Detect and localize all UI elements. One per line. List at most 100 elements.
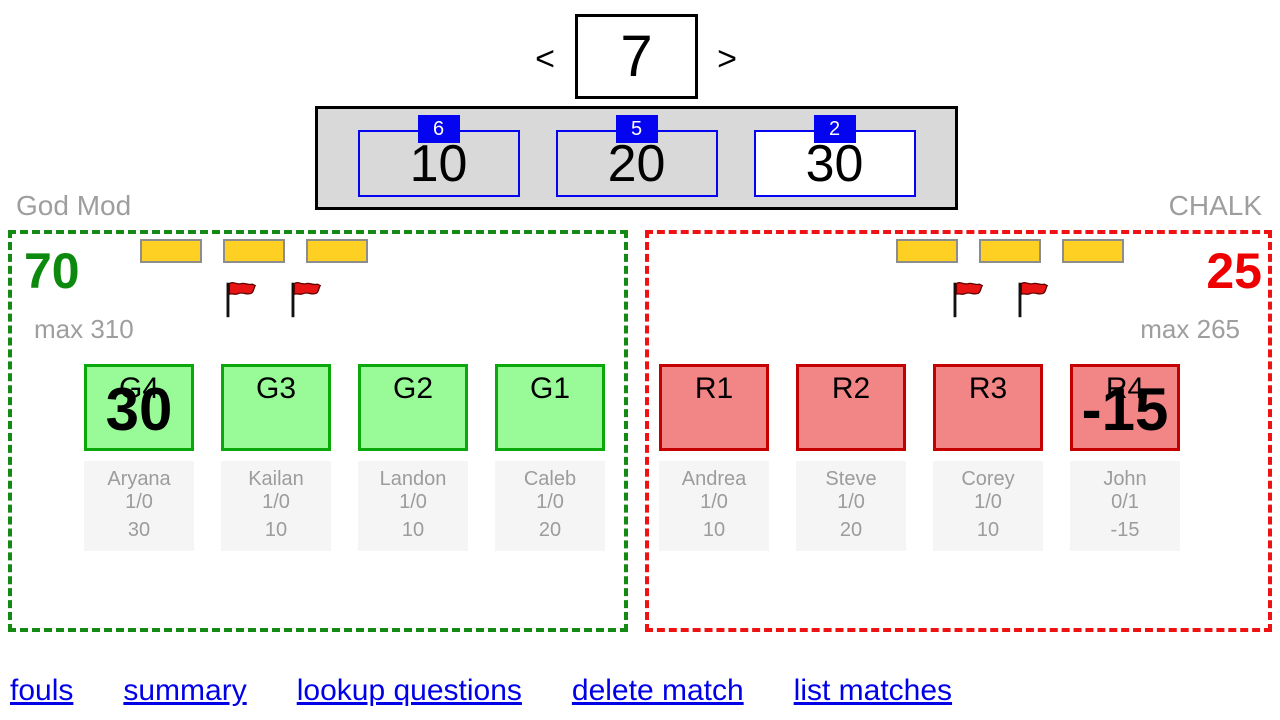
seat-label: R2 (831, 372, 871, 405)
timeout-bar-icon[interactable] (306, 239, 368, 263)
seat-r3: R3 Corey 1/0 10 (933, 364, 1043, 551)
player-points: 10 (976, 519, 1000, 541)
seat-r2: R2 Steve 1/0 20 (796, 364, 906, 551)
seat-label: G2 (392, 372, 434, 405)
point-option-value: 30 (805, 134, 864, 193)
point-option-20[interactable]: 5 20 (555, 115, 718, 197)
point-option-value: 20 (607, 134, 666, 193)
seat-awarded-points: -15 (1081, 376, 1169, 443)
left-team-score: 70 (24, 243, 80, 299)
seat-box-g2[interactable]: G2 (358, 364, 468, 451)
player-name: John (1103, 468, 1147, 490)
player-stat-card: Andrea 1/0 10 (659, 461, 769, 551)
left-foul-flags (216, 276, 327, 322)
player-points: 30 (127, 519, 151, 541)
previous-question-button[interactable]: < (535, 40, 555, 78)
timeout-bar-icon[interactable] (979, 239, 1041, 263)
seat-box-r1[interactable]: R1 (659, 364, 769, 451)
player-ratio: 1/0 (536, 491, 564, 513)
player-name: Caleb (523, 468, 577, 490)
player-points: 10 (401, 519, 425, 541)
seat-box-g1[interactable]: G1 (495, 364, 605, 451)
player-ratio: 1/0 (700, 491, 728, 513)
player-points: 20 (538, 519, 562, 541)
foul-flag-icon (226, 282, 257, 318)
remaining-count-badge: 5 (615, 115, 658, 143)
lookup-questions-link[interactable]: lookup questions (296, 674, 522, 707)
right-seats-row: R1 Andrea 1/0 10 R2 Steve 1/0 20 R3 (659, 364, 1180, 551)
seat-label: R3 (968, 372, 1008, 405)
seat-box-r2[interactable]: R2 (796, 364, 906, 451)
foul-flag-icon (1018, 282, 1049, 318)
player-name: Steve (825, 468, 877, 490)
seat-label: G3 (255, 372, 297, 405)
right-team-max: max 265 (1140, 314, 1240, 344)
seat-r4: R4 -15 John 0/1 -15 (1070, 364, 1180, 551)
seat-awarded-points: 30 (105, 376, 173, 443)
right-team-panel: 25 max 265 R1 Andrea 1/0 10 (645, 230, 1272, 632)
footer-links: fouls summary lookup questions delete ma… (10, 674, 952, 708)
right-timeout-bars (896, 239, 1124, 263)
point-option-10[interactable]: 6 10 (357, 115, 520, 197)
seat-g2: G2 Landon 1/0 10 (358, 364, 468, 551)
list-matches-link[interactable]: list matches (793, 674, 953, 707)
player-points: 10 (702, 519, 726, 541)
seat-label: G4 (118, 372, 160, 405)
player-stat-card: Kailan 1/0 10 (221, 461, 331, 551)
point-option-30[interactable]: 2 30 (753, 115, 916, 197)
seat-label: R1 (694, 372, 734, 405)
player-ratio: 1/0 (125, 491, 153, 513)
player-ratio: 0/1 (1111, 491, 1139, 513)
seat-g3: G3 Kailan 1/0 10 (221, 364, 331, 551)
player-ratio: 1/0 (262, 491, 290, 513)
player-name: Kailan (248, 468, 304, 490)
player-ratio: 1/0 (837, 491, 865, 513)
player-stat-card: John 0/1 -15 (1070, 461, 1180, 551)
player-points: -15 (1110, 519, 1140, 541)
seat-g4: G4 30 Aryana 1/0 30 (84, 364, 194, 551)
player-name: Landon (379, 468, 447, 490)
seat-label: R4 (1105, 372, 1145, 405)
points-panel: 6 10 5 20 2 30 (315, 106, 958, 210)
seat-box-r3[interactable]: R3 (933, 364, 1043, 451)
timeout-bar-icon[interactable] (223, 239, 285, 263)
left-seats-row: G4 30 Aryana 1/0 30 G3 Kailan 1/0 10 G2 (84, 364, 605, 551)
left-team-panel: 70 max 310 G4 30 Aryana 1/0 30 (8, 230, 628, 632)
timeout-bar-icon[interactable] (1062, 239, 1124, 263)
player-stat-card: Aryana 1/0 30 (84, 461, 194, 551)
left-team-name: God Mod (16, 190, 132, 221)
seat-label: G1 (529, 372, 571, 405)
summary-link[interactable]: summary (123, 674, 247, 707)
remaining-count-badge: 2 (813, 115, 856, 143)
right-team-score: 25 (1206, 243, 1262, 299)
player-ratio: 1/0 (974, 491, 1002, 513)
player-stat-card: Steve 1/0 20 (796, 461, 906, 551)
fouls-link[interactable]: fouls (10, 674, 74, 707)
left-team-max: max 310 (34, 314, 134, 344)
player-name: Aryana (107, 468, 171, 490)
player-name: Andrea (681, 468, 747, 490)
seat-r1: R1 Andrea 1/0 10 (659, 364, 769, 551)
player-points: 20 (839, 519, 863, 541)
left-timeout-bars (140, 239, 368, 263)
next-question-button[interactable]: > (717, 40, 737, 78)
delete-match-link[interactable]: delete match (571, 674, 744, 707)
right-foul-flags (943, 276, 1054, 322)
seat-g1: G1 Caleb 1/0 20 (495, 364, 605, 551)
player-ratio: 1/0 (399, 491, 427, 513)
player-stat-card: Landon 1/0 10 (358, 461, 468, 551)
question-number-box[interactable]: 7 (575, 14, 698, 99)
seat-box-r4[interactable]: R4 -15 (1070, 364, 1180, 451)
foul-flag-icon (291, 282, 322, 318)
player-stat-card: Caleb 1/0 20 (495, 461, 605, 551)
timeout-bar-icon[interactable] (140, 239, 202, 263)
foul-flag-icon (953, 282, 984, 318)
right-team-name: CHALK (1168, 190, 1262, 221)
seat-box-g3[interactable]: G3 (221, 364, 331, 451)
point-option-value: 10 (409, 134, 468, 193)
seat-box-g4[interactable]: G4 30 (84, 364, 194, 451)
remaining-count-badge: 6 (417, 115, 460, 143)
player-stat-card: Corey 1/0 10 (933, 461, 1043, 551)
player-name: Corey (961, 468, 1015, 490)
timeout-bar-icon[interactable] (896, 239, 958, 263)
